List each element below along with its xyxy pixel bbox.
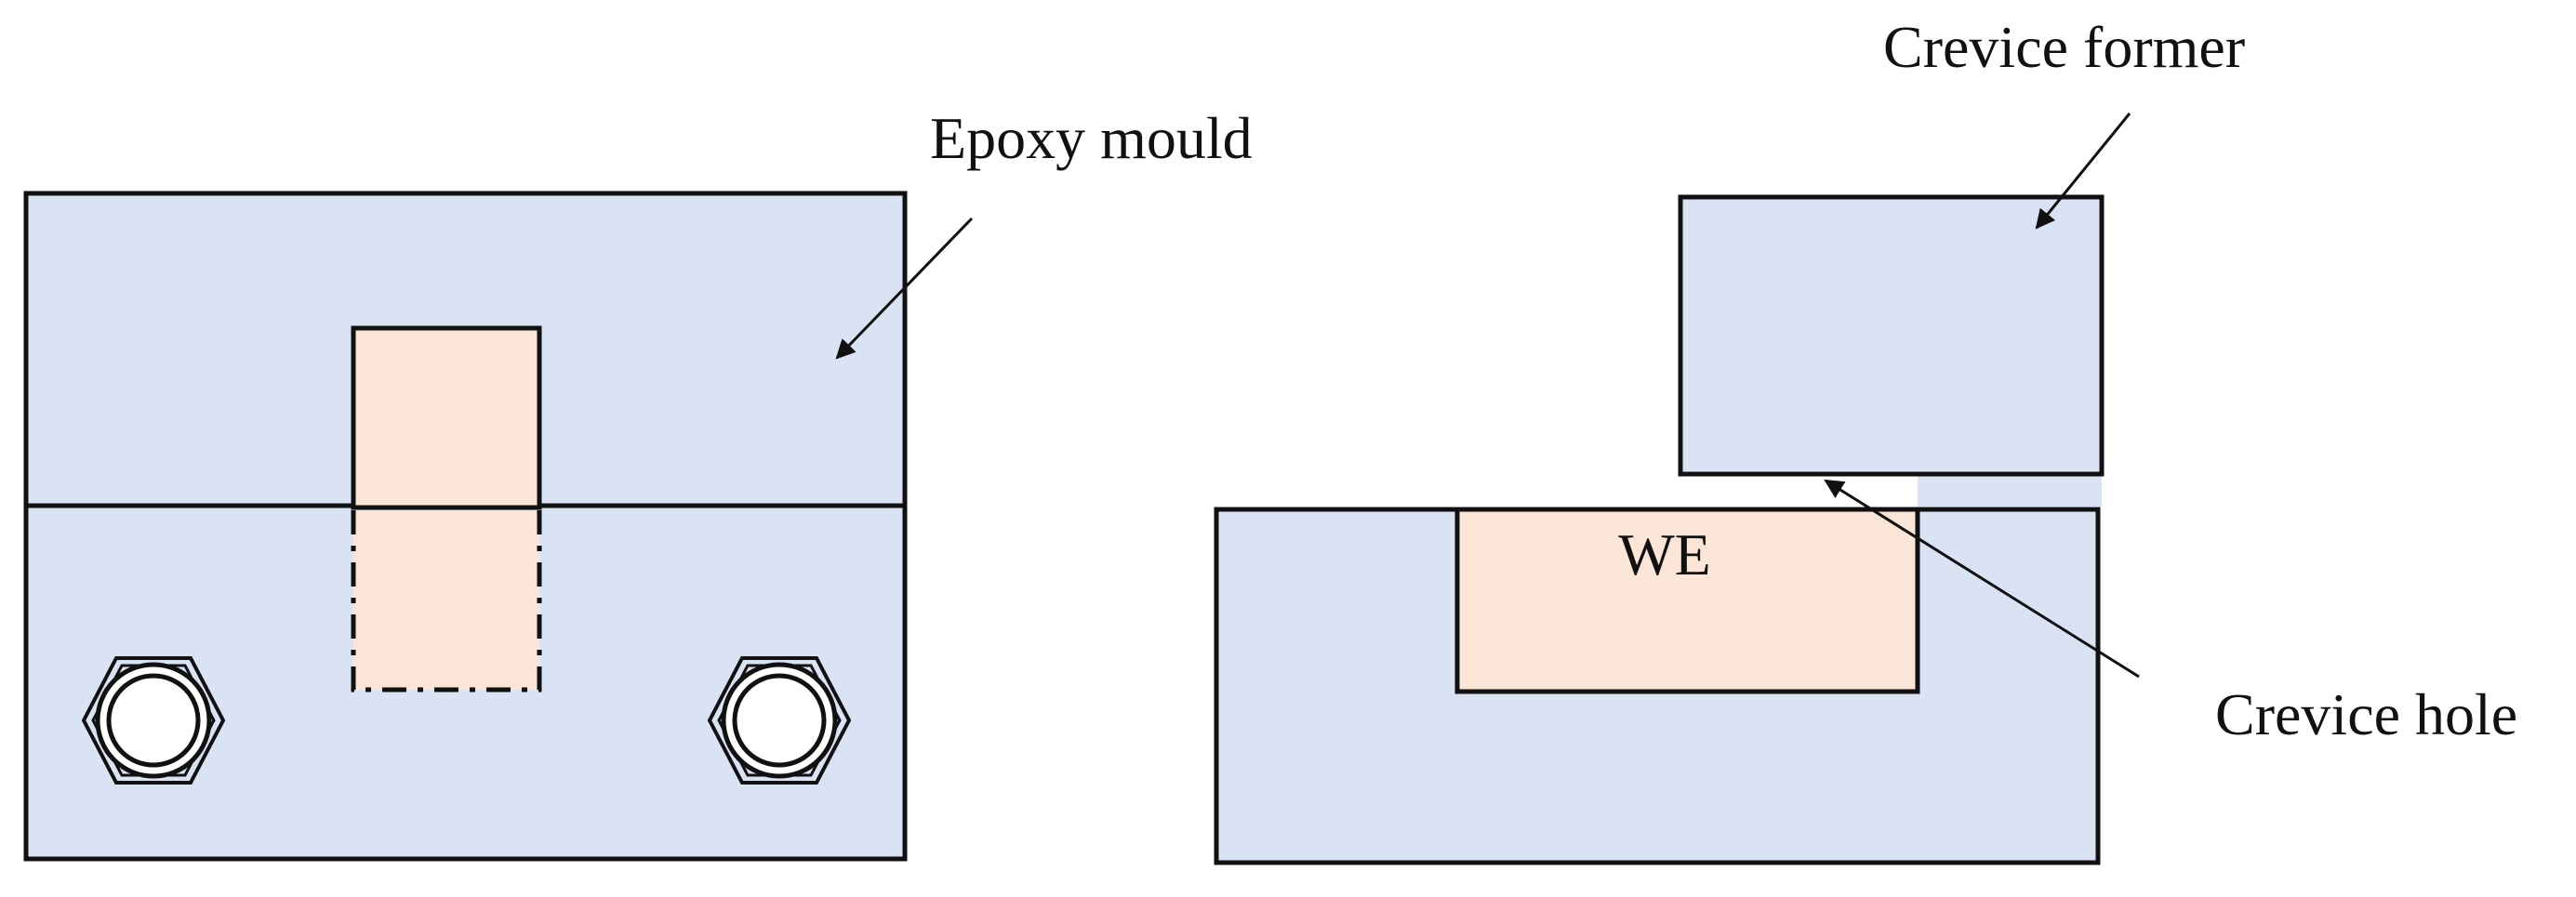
electrode-hidden-outline bbox=[351, 510, 542, 693]
bolt-left bbox=[81, 656, 226, 785]
bolt-left-hole bbox=[106, 673, 201, 768]
electrode-visible-part bbox=[351, 325, 542, 510]
bolt-right-hex-inner bbox=[717, 664, 842, 777]
epoxy-mould-arrow bbox=[835, 217, 974, 360]
crevice-former-block bbox=[1678, 194, 2105, 477]
crevice-hole-label: Crevice hole bbox=[2215, 681, 2517, 747]
left-assembly-view: Epoxy mould bbox=[23, 105, 1253, 862]
crevice-former-label: Crevice former bbox=[1883, 14, 2245, 80]
working-electrode bbox=[1454, 507, 1920, 694]
right-crevice-view: WE Crevice former Crevice hole bbox=[1214, 14, 2517, 865]
working-electrode-label: WE bbox=[1618, 521, 1711, 587]
electrode-hidden-part bbox=[353, 510, 539, 690]
bolt-left-hex-inner bbox=[91, 664, 216, 777]
epoxy-mould-label: Epoxy mould bbox=[930, 105, 1253, 171]
crevice-gap bbox=[1918, 475, 2102, 507]
bolt-right-hole bbox=[732, 673, 827, 768]
crevice-former-arrow bbox=[2035, 112, 2131, 230]
bolt-right bbox=[707, 656, 852, 785]
crevice-hole-arrow bbox=[1824, 479, 2140, 679]
